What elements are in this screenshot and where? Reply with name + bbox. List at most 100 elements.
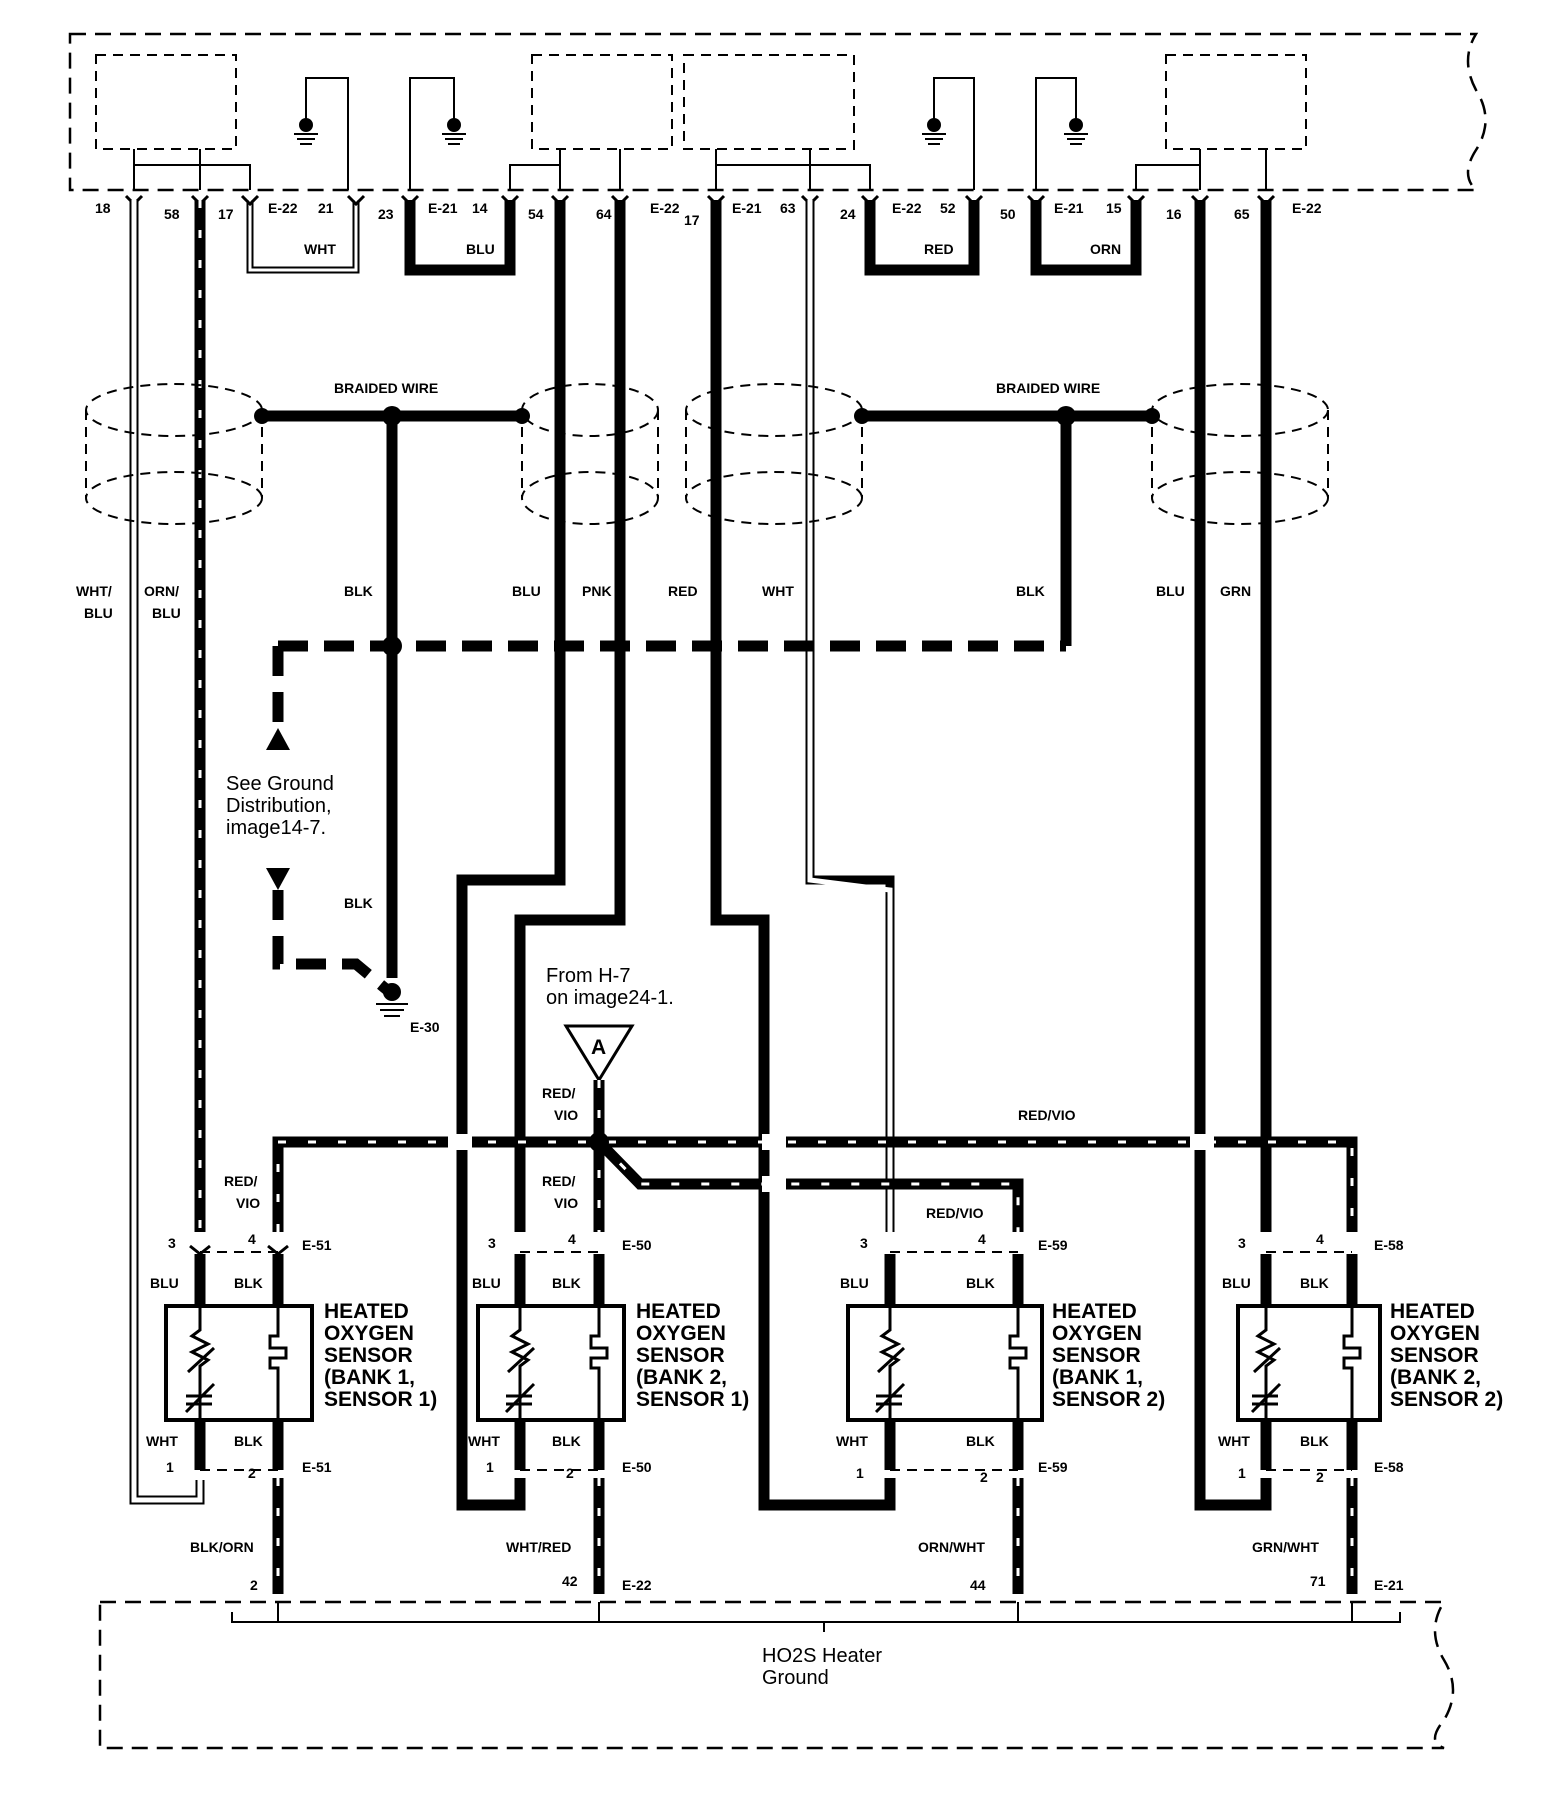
svg-text:E-59: E-59 [1038,1459,1068,1475]
svg-text:(BANK 2,: (BANK 2, [1390,1366,1481,1389]
svg-text:SENSOR 2): SENSOR 2) [1390,1388,1503,1411]
terminal-21: 21 [318,200,334,216]
svg-text:WHT: WHT [468,1433,500,1449]
svg-text:SENSOR: SENSOR [636,1344,725,1367]
svg-text:OXYGEN: OXYGEN [1390,1322,1480,1345]
svg-text:1: 1 [856,1465,864,1481]
conn-e22-c: E-22 [892,200,922,216]
conn-e22-b: E-22 [650,200,680,216]
svg-text:SENSOR 1): SENSOR 1) [324,1388,437,1411]
label-wht-blu-1: WHT/ [76,583,112,599]
svg-text:E-58: E-58 [1374,1459,1404,1475]
svg-text:BLK: BLK [966,1433,995,1449]
heater-ground-wires: BLK/ORN 2 WHT/RED 42 E-22 ORN/WHT 44 GRN… [190,1478,1404,1594]
svg-text:WHT: WHT [1218,1433,1250,1449]
svg-text:OXYGEN: OXYGEN [1052,1322,1142,1345]
svg-text:BLK: BLK [552,1275,581,1291]
svg-text:E-58: E-58 [1374,1237,1404,1253]
svg-text:SENSOR 2): SENSOR 2) [1052,1388,1165,1411]
red-vio-lower-1: RED/ [542,1173,576,1189]
svg-text:3: 3 [860,1235,868,1251]
red-vio-top-2: VIO [554,1107,578,1123]
sensor-bank2-sensor2: 3 4 E-58 BLU BLK HEATED OXYGEN SENSOR (B… [1218,1231,1503,1485]
terminal-17a: 17 [218,206,234,222]
label-blk-3: BLK [344,895,373,911]
jumper-blu: BLU [466,241,495,257]
from-note-line2: on image24-1. [546,987,674,1009]
ground-note-line1: See Ground [226,773,334,795]
terminal-14: 14 [472,200,488,216]
conn-e21-a: E-21 [428,200,458,216]
svg-text:SENSOR: SENSOR [324,1344,413,1367]
sensor-bank1-sensor2: 3 4 E-59 BLU BLK HEATED OXYGEN SENSOR (B… [836,1231,1165,1485]
terminal-52: 52 [940,200,956,216]
signal-wires [129,200,1272,1511]
red-vio-right: RED/VIO [926,1205,984,1221]
terminal-17b: 17 [684,212,700,228]
svg-text:E-59: E-59 [1038,1237,1068,1253]
terminal-64: 64 [596,206,612,222]
conn-e22-bottom: E-22 [622,1577,652,1593]
svg-text:SENSOR 1): SENSOR 1) [636,1388,749,1411]
from-note-line1: From H-7 [546,965,630,987]
svg-text:2: 2 [1316,1469,1324,1485]
wire-color-labels: WHT/ BLU ORN/ BLU BLK BLU PNK RED WHT BL… [76,583,1251,911]
ground-note-line3: image14-7. [226,817,326,839]
braided-shields: BRAIDED WIRE BRAIDED WIRE [85,380,1329,525]
terminal-65: 65 [1234,206,1250,222]
label-wht-blu-2: BLU [84,605,113,621]
terminal-63: 63 [780,200,796,216]
label-blu-1: BLU [512,583,541,599]
label-blk-orn: BLK/ORN [190,1539,254,1555]
svg-text:2: 2 [980,1469,988,1485]
terminal-18: 18 [95,200,111,216]
terminal-15: 15 [1106,200,1122,216]
red-vio-lower-2: VIO [554,1195,578,1211]
conn-e21-c: E-21 [1054,200,1084,216]
label-blk-2: BLK [1016,583,1045,599]
label-wht-red: WHT/RED [506,1539,571,1555]
jumper-wht: WHT [304,241,336,257]
svg-text:BLK: BLK [234,1275,263,1291]
ground-e30-icon [376,983,408,1017]
conn-e21-bottom: E-21 [1374,1577,1404,1593]
svg-text:BLU: BLU [1222,1275,1251,1291]
svg-text:1: 1 [166,1459,174,1475]
svg-text:1: 1 [486,1459,494,1475]
svg-text:(BANK 1,: (BANK 1, [324,1366,415,1389]
pin-2: 2 [250,1577,258,1593]
svg-text:BLK: BLK [1300,1275,1329,1291]
svg-text:1: 1 [1238,1465,1246,1481]
svg-text:HEATED: HEATED [636,1300,721,1323]
svg-text:OXYGEN: OXYGEN [324,1322,414,1345]
svg-text:2: 2 [248,1465,256,1481]
connector-a-icon: A [563,1024,635,1083]
label-wht: WHT [762,583,794,599]
svg-text:3: 3 [488,1235,496,1251]
label-grn: GRN [1220,583,1251,599]
red-vio-mid: RED/VIO [1018,1107,1076,1123]
terminal-54: 54 [528,206,544,222]
svg-text:4: 4 [568,1231,576,1247]
label-orn-blu-1: ORN/ [144,583,179,599]
terminal-24: 24 [840,206,856,222]
svg-text:SENSOR: SENSOR [1052,1344,1141,1367]
label-blk-1: BLK [344,583,373,599]
ground-note-line2: Distribution, [226,795,332,817]
svg-text:OXYGEN: OXYGEN [636,1322,726,1345]
svg-text:BLU: BLU [840,1275,869,1291]
top-terminal-labels: 18 58 17 E-22 21 23 E-21 14 54 64 E-22 1… [95,200,1322,228]
label-orn-wht: ORN/WHT [918,1539,985,1555]
connector-a-label: A [591,1036,606,1059]
ground-label-e30: E-30 [410,1019,440,1035]
svg-text:4: 4 [978,1231,986,1247]
label-red: RED [668,583,698,599]
ground-network: E-30 [266,416,1072,1035]
sensor-bank2-sensor1: 3 4 E-50 BLU BLK HEATED OXYGEN SENSOR (B… [468,1231,749,1481]
red-vio-top-1: RED/ [542,1085,576,1101]
notes: See Ground Distribution, image14-7. From… [226,773,674,1009]
conn-e21-b: E-21 [732,200,762,216]
svg-text:E-51: E-51 [302,1459,332,1475]
svg-text:BLU: BLU [472,1275,501,1291]
